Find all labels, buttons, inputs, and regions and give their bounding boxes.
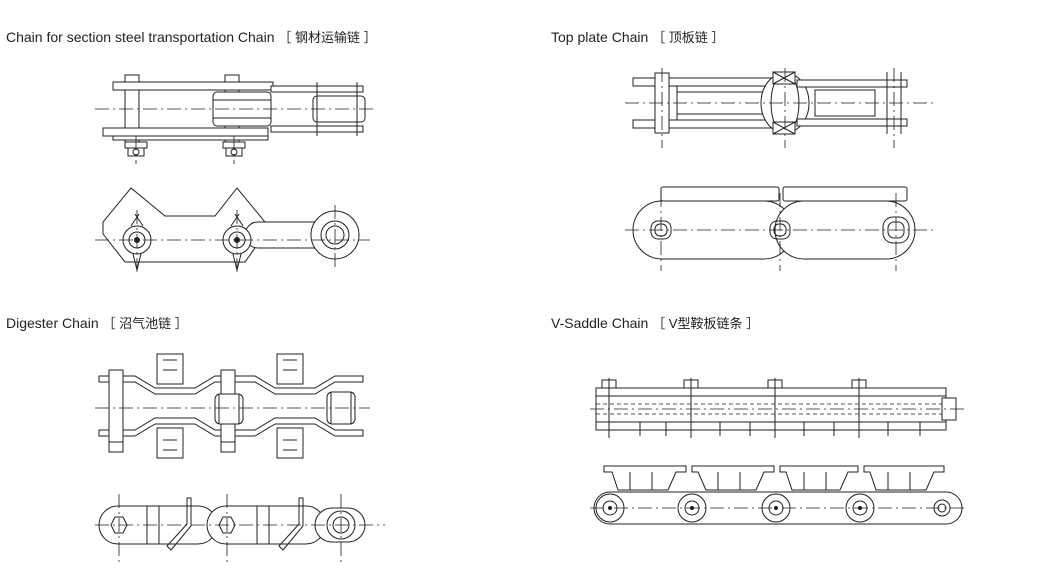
caption-top-plate-chain: Top plate Chain ［ 顶板链 ］: [551, 27, 724, 46]
bolt-icon: [124, 136, 148, 164]
v-saddle-chain-top-view: [590, 378, 965, 438]
caption-section-steel-chain: Chain for section steel transportation C…: [6, 27, 377, 46]
pin-head-icon: [601, 379, 867, 389]
top-plate-chain-top-view: [625, 68, 935, 148]
v-saddle-plate-icon: [603, 465, 945, 491]
digester-chain-side-view: [95, 494, 385, 562]
caption-cn: ［ V型鞍板链条 ］: [652, 316, 760, 331]
digester-chain-top-view: [95, 353, 370, 459]
section-steel-chain-side-view: [95, 187, 370, 274]
v-saddle-chain-side-view: [590, 465, 965, 525]
caption-v-saddle-chain: V-Saddle Chain ［ V型鞍板链条 ］: [551, 313, 759, 332]
caption-en: V-Saddle Chain: [551, 315, 649, 331]
caption-cn: ［ 钢材运输链 ］: [278, 30, 377, 45]
attachment-icon: [156, 353, 184, 459]
section-steel-chain-top-view: [95, 74, 375, 164]
caption-cn: ［ 沼气池链 ］: [102, 316, 188, 331]
top-plate-chain-side-view: [625, 186, 935, 271]
caption-en: Top plate Chain: [551, 29, 649, 45]
attachment-icon: [276, 353, 304, 459]
caption-en: Chain for section steel transportation C…: [6, 29, 275, 45]
bolt-icon: [222, 136, 246, 164]
caption-cn: ［ 顶板链 ］: [652, 30, 725, 45]
caption-en: Digester Chain: [6, 315, 99, 331]
caption-digester-chain: Digester Chain ［ 沼气池链 ］: [6, 313, 188, 332]
bolt-icon: [108, 441, 236, 453]
